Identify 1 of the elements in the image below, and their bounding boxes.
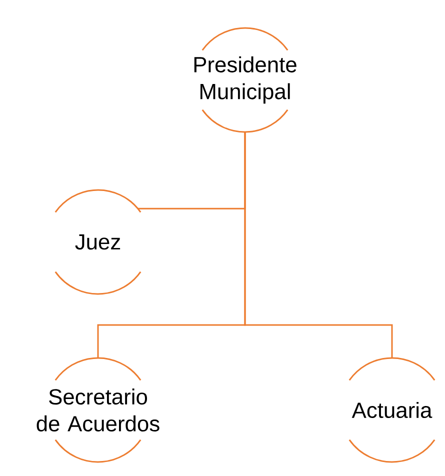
connector-line bbox=[244, 132, 393, 358]
